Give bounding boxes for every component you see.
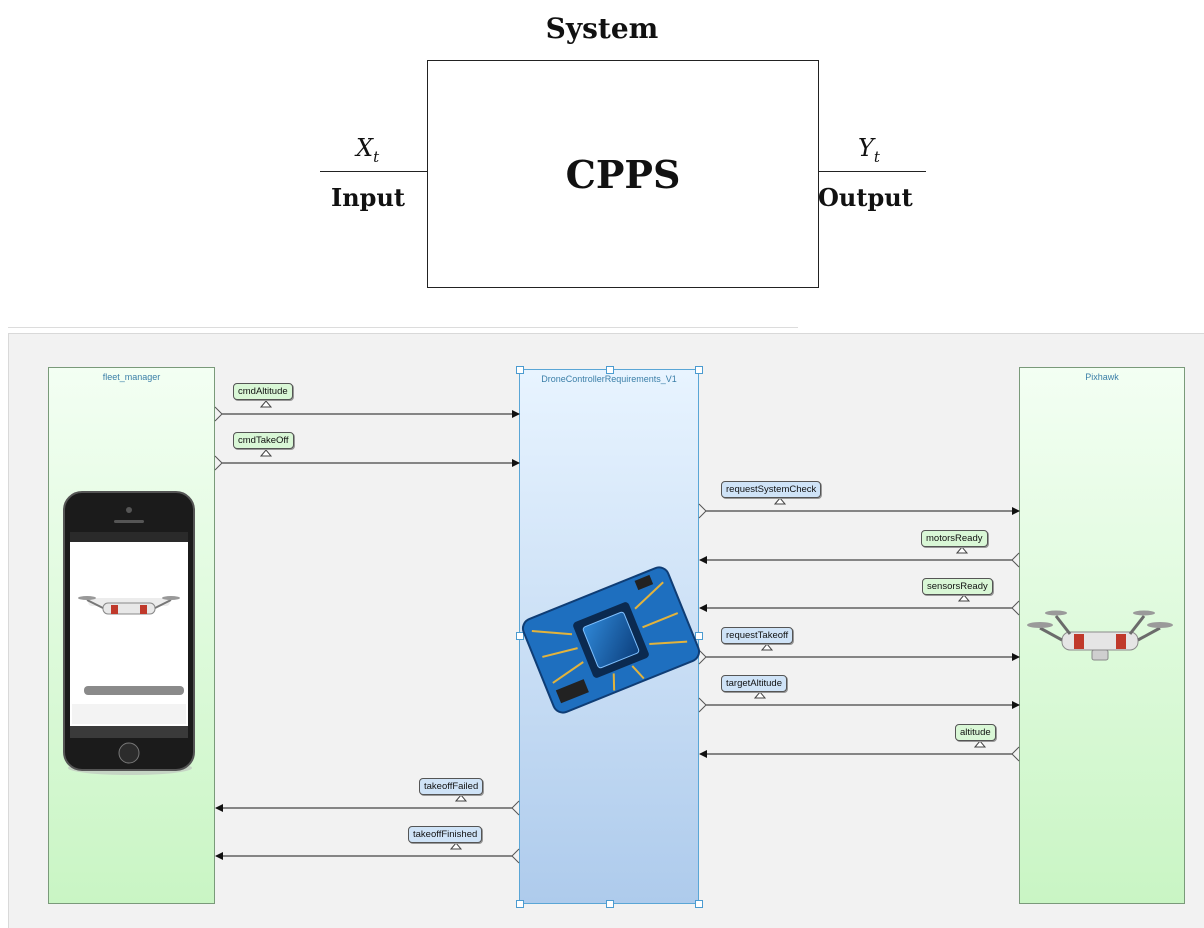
signal-altitude[interactable]: altitude	[955, 724, 996, 741]
pixhawk-title: Pixhawk	[1085, 372, 1119, 382]
port-takeoff-failed	[511, 800, 520, 816]
input-line	[320, 171, 427, 172]
signal-sensors-ready[interactable]: sensorsReady	[922, 578, 993, 595]
system-title: System	[545, 12, 659, 45]
signal-request-takeoff[interactable]: requestTakeoff	[721, 627, 794, 644]
resize-handle-bc[interactable]	[606, 900, 614, 908]
input-label: Input	[331, 183, 405, 212]
resize-handle-tr[interactable]	[695, 366, 703, 374]
resize-handle-mr[interactable]	[695, 632, 703, 640]
signal-request-system-check[interactable]: requestSystemCheck	[721, 481, 822, 498]
signal-motors-ready[interactable]: motorsReady	[921, 530, 988, 547]
signal-cmd-takeoff[interactable]: cmdTakeOff	[233, 432, 294, 449]
port-motors-ready	[1011, 552, 1020, 568]
port-request-takeoff	[698, 649, 707, 665]
signal-takeoff-finished[interactable]: takeoffFinished	[408, 826, 483, 843]
resize-handle-ml[interactable]	[516, 632, 524, 640]
resize-handle-br[interactable]	[695, 900, 703, 908]
resize-handle-tc[interactable]	[606, 366, 614, 374]
drone-on-phone	[78, 596, 180, 615]
cpps-block	[427, 60, 819, 288]
fleet-manager-title: fleet_manager	[102, 372, 161, 382]
port-altitude	[1011, 746, 1020, 762]
drone-illustration	[1027, 610, 1173, 661]
port-request-system-check	[698, 503, 707, 519]
signal-target-altitude[interactable]: targetAltitude	[721, 675, 787, 692]
output-variable: Yt	[858, 134, 880, 166]
signal-takeoff-failed[interactable]: takeoffFailed	[419, 778, 484, 795]
input-variable: Xt	[356, 134, 380, 166]
drone-controller-title: DroneControllerRequirements_V1	[541, 374, 677, 384]
panel-divider	[8, 327, 798, 328]
output-line	[819, 171, 926, 172]
output-label: Output	[818, 183, 913, 212]
resize-handle-tl[interactable]	[516, 366, 524, 374]
smartphone-illustration	[63, 491, 195, 775]
port-target-altitude	[698, 697, 707, 713]
cpps-block-label: CPPS	[565, 152, 681, 197]
resize-handle-bl[interactable]	[516, 900, 524, 908]
circuit-board-illustration	[521, 566, 701, 714]
port-takeoff-finished	[511, 848, 520, 864]
port-cmd-altitude	[214, 406, 223, 422]
port-cmd-takeoff	[214, 455, 223, 471]
signal-cmd-altitude[interactable]: cmdAltitude	[233, 383, 293, 400]
port-sensors-ready	[1011, 600, 1020, 616]
